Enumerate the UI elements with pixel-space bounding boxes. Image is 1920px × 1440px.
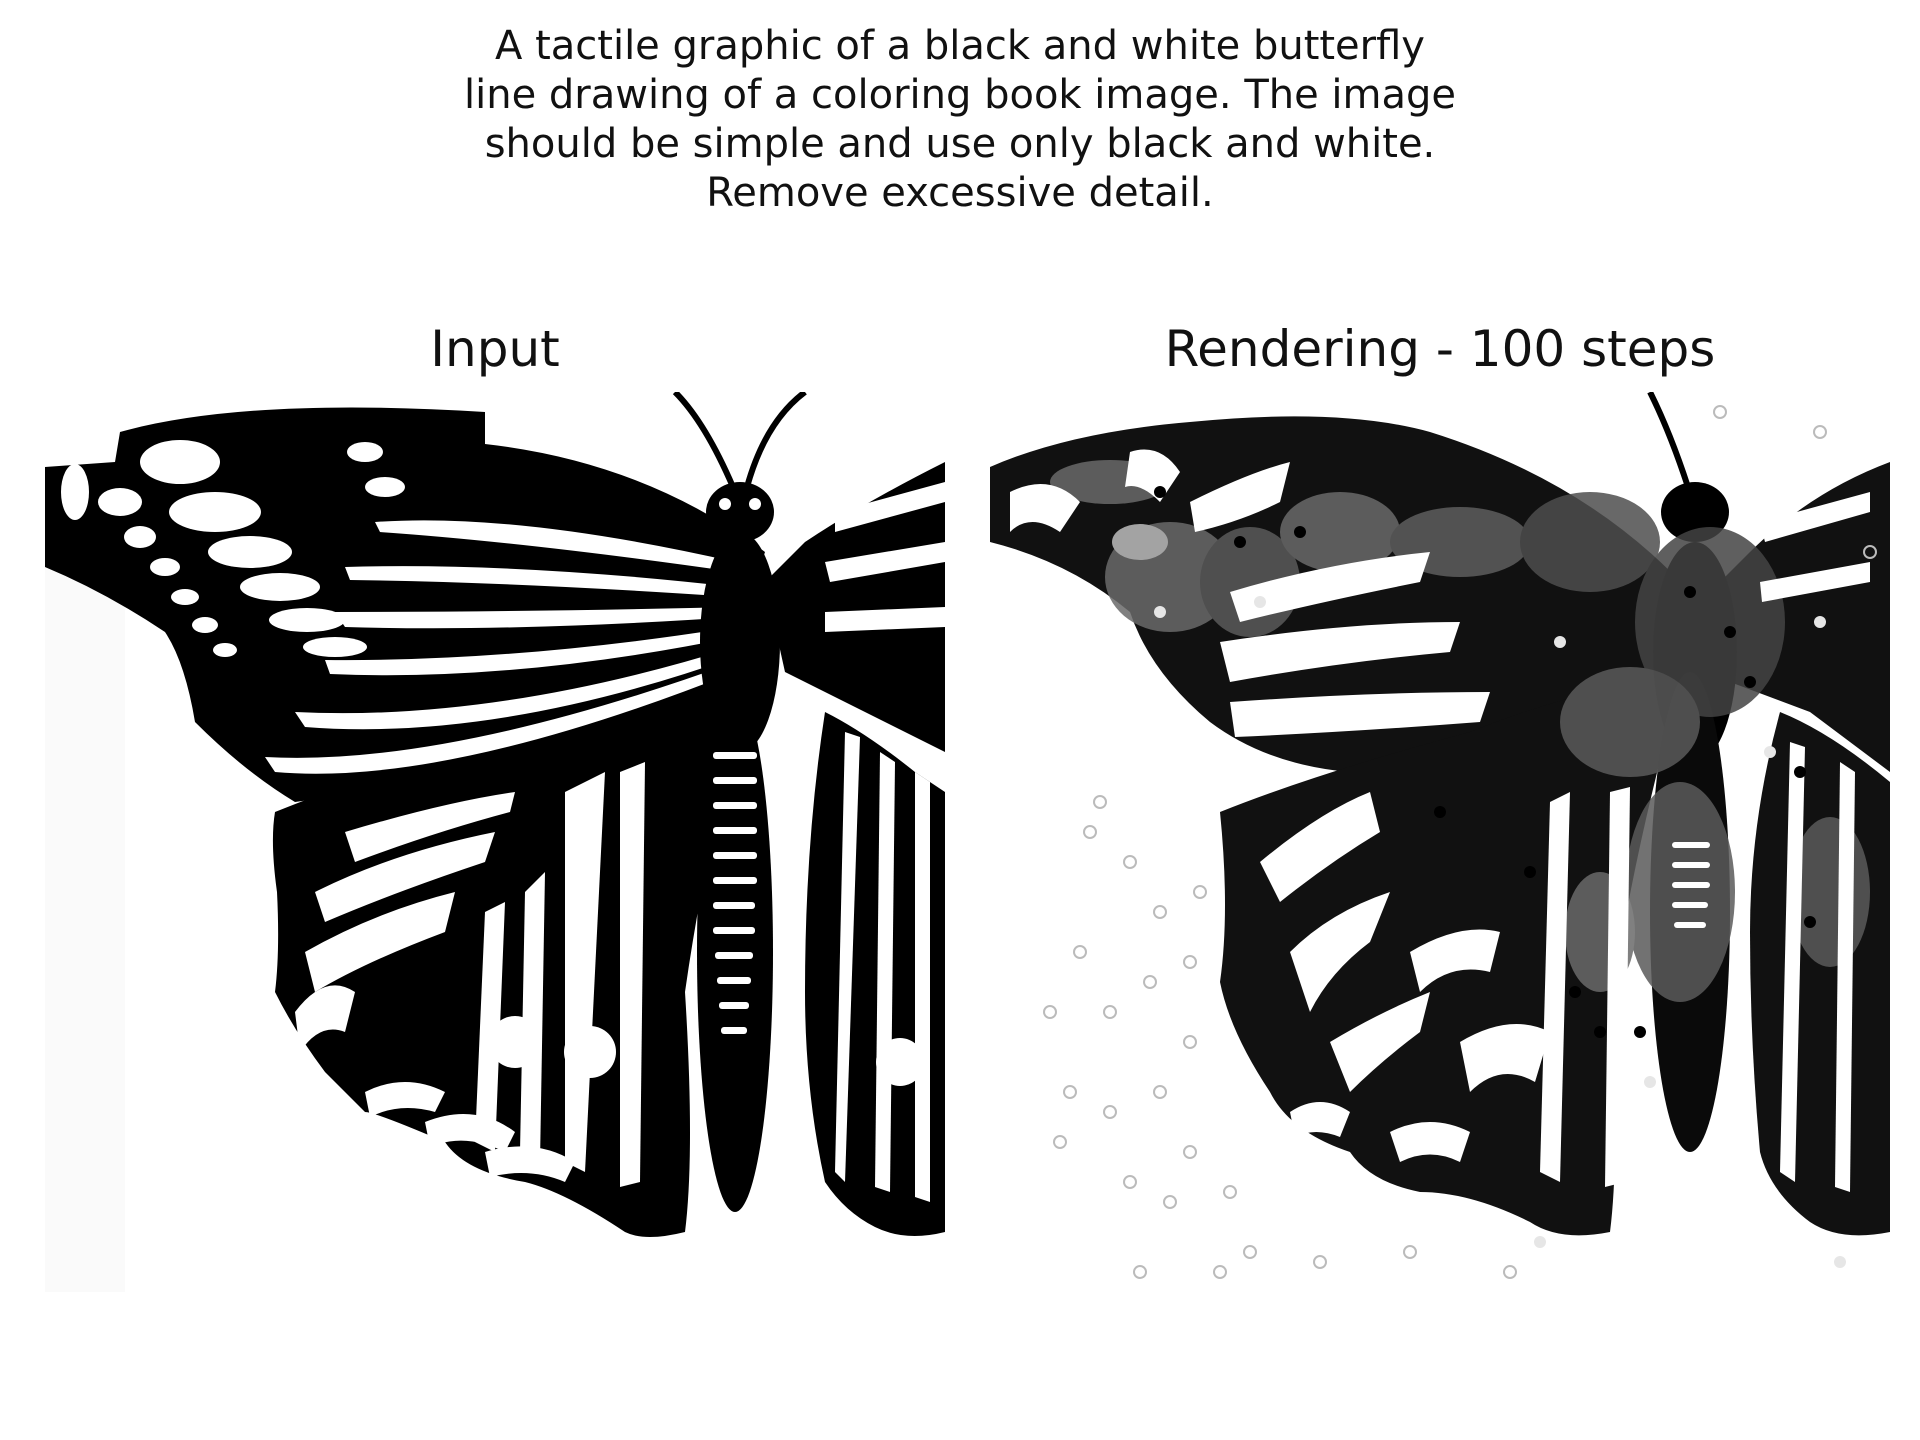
caption-line-2: line drawing of a coloring book image. T… — [463, 72, 1457, 118]
caption-line-1: A tactile graphic of a black and white b… — [495, 23, 1425, 69]
rendering-image — [990, 392, 1890, 1292]
caption-line-3: should be simple and use only black and … — [484, 121, 1436, 167]
input-panel-title: Input — [430, 320, 560, 378]
input-image — [45, 392, 945, 1292]
caption-line-4: Remove excessive detail. — [706, 170, 1214, 216]
figure-caption: A tactile graphic of a black and white b… — [360, 22, 1560, 218]
rendering-butterfly-drawing — [990, 392, 1890, 1292]
input-butterfly-drawing — [45, 392, 945, 1292]
rendering-panel-title: Rendering - 100 steps — [1164, 320, 1716, 378]
